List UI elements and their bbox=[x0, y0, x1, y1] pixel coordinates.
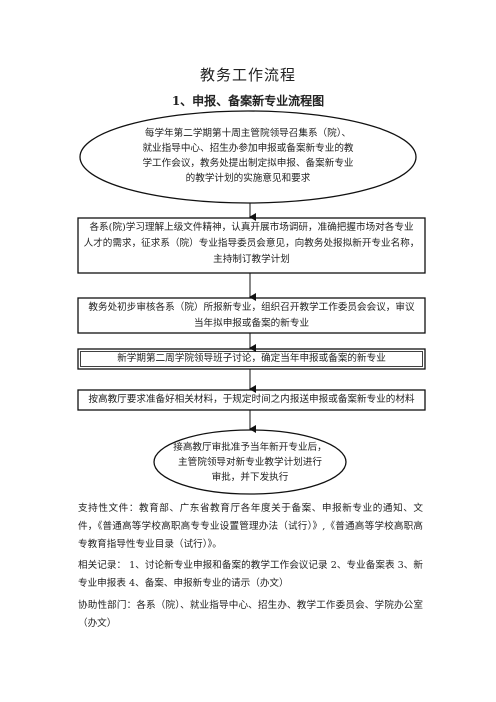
step2-text: 各系(院)学习理解上级文件精神，认真开展市场调研，准确把握市场对各专业 人才的需… bbox=[80, 220, 423, 268]
step6-text: 接高教厅审批准予当年新开专业后， 主管院领导对新专业教学计划进行 审批，并下发执… bbox=[170, 440, 330, 485]
flowchart-subtitle: 1、申报、备案新专业流程图 bbox=[171, 94, 325, 108]
step6-line: 主管院领导对新专业教学计划进行 bbox=[178, 457, 322, 468]
step3-box bbox=[77, 297, 426, 334]
step3-text: 教务处初步审核各系（院）所报新专业，组织召开教学工作委员会会议，审议 当年拟申报… bbox=[80, 300, 423, 332]
step1-text: 每学年第二学期第十周主管院领导召集系（院）、 就业指导中心、招生办参加申报或备案… bbox=[110, 126, 386, 186]
step5-text: 按高教厅要求准备好相关材料，于规定时间之内报送申报或备案新专业的材料 bbox=[88, 394, 415, 405]
support-docs-note: 支持性文件：教育部、广东省教育厅各年度关于备案、申报新专业的通知、文件，《普通高… bbox=[78, 503, 423, 550]
step3-line: 当年拟申报或备案的新专业 bbox=[193, 318, 310, 329]
page-title: 教务工作流程 bbox=[199, 66, 296, 84]
step1-line: 的教学计划的实施意见和要求 bbox=[185, 173, 311, 184]
step4-text: 新学期第二周学院领导班子讨论，确定当年申报或备案的新专业 bbox=[117, 353, 386, 364]
related-records-note: 相关记录： 1、讨论新专业申报和备案的教学工作会议记录 2、专业备案表 3、新专… bbox=[78, 560, 423, 589]
step3-line: 教务处初步审核各系（院）所报新专业，组织召开教学工作委员会会议，审议 bbox=[88, 302, 415, 313]
step2-line: 人才的需求，征求系（院）专业指导委员会意见，向教务处报拟新开专业名称， bbox=[83, 238, 420, 249]
step1-line: 每学年第二学期第十周主管院领导召集系（院）、 bbox=[144, 128, 352, 139]
step1-line: 学工作会议，教务处提出制定拟申报、备案新专业 bbox=[142, 158, 354, 169]
start-ellipse bbox=[79, 110, 417, 204]
step2-line: 主持制订教学计划 bbox=[213, 254, 290, 265]
step6-line: 审批，并下发执行 bbox=[211, 472, 289, 483]
step6-line: 接高教厅审批准予当年新开专业后， bbox=[173, 442, 327, 453]
step2-line: 各系(院)学习理解上级文件精神，认真开展市场调研，准确把握市场对各专业 bbox=[89, 222, 414, 233]
step1-line: 就业指导中心、招生办参加申报或备案新专业的教 bbox=[142, 143, 354, 154]
cooperating-depts-note: 协助性部门：各系（院）、就业指导中心、招生办、教学工作委员会、学院办公室（办文） bbox=[78, 600, 423, 629]
